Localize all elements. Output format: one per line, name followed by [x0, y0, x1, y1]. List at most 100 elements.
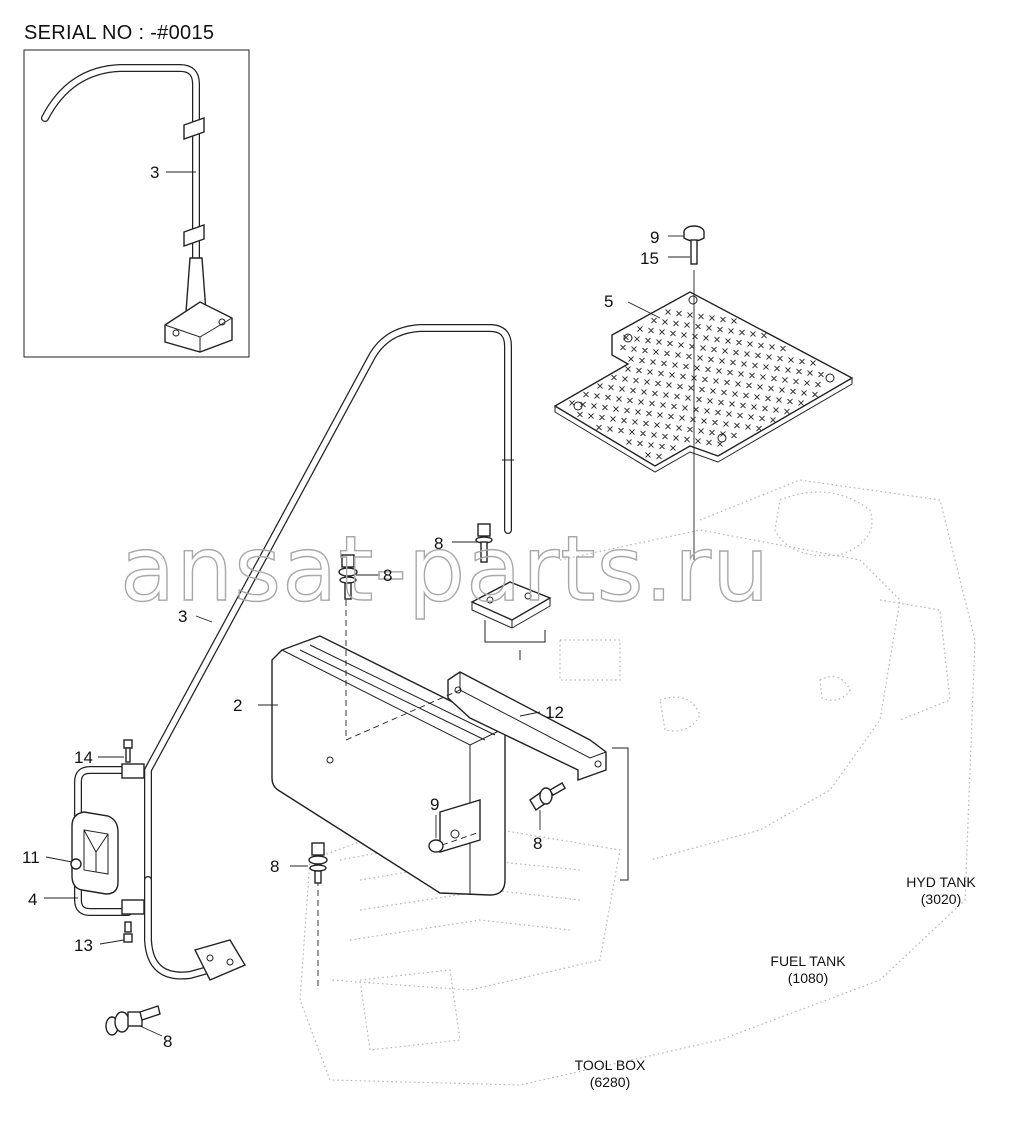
bracket-part-12: [447, 671, 607, 781]
inset-frame: [23, 49, 250, 358]
plate-perforation: [684, 436, 690, 443]
plate-perforation: [641, 389, 647, 395]
plate-perforation: [734, 422, 740, 429]
plate-perforation: [675, 352, 681, 358]
panel-bolt-9: [428, 839, 444, 853]
plate-perforation: [619, 386, 625, 392]
plate-perforation: [732, 391, 738, 397]
plate-perforation: [796, 368, 802, 375]
callout-15: 15: [640, 249, 659, 268]
plate-perforation: [773, 407, 779, 413]
plate-perforation: [790, 388, 796, 395]
plate-perforation: [651, 317, 657, 324]
callout-8-upper-left: 8: [434, 534, 443, 553]
plate-perforation: [697, 355, 703, 361]
plate-perforation: [580, 401, 586, 408]
bolt-8-right: [529, 782, 567, 812]
plate-perforation: [756, 425, 762, 432]
plate-perforation: [657, 412, 663, 418]
plate-perforation: [690, 416, 696, 423]
plate-perforation: [720, 316, 726, 323]
plate-perforation: [683, 363, 689, 370]
plate-perforation: [703, 335, 709, 341]
plate-perforation: [677, 383, 683, 390]
callout-8-right: 8: [533, 834, 542, 853]
plate-perforation: [607, 426, 613, 432]
plate-perforation: [793, 378, 799, 385]
plate-perforation: [722, 348, 728, 354]
screw-13: [123, 921, 133, 943]
plate-perforation: [746, 382, 752, 389]
plate-perforation: [694, 365, 700, 371]
callout-5: 5: [604, 292, 613, 311]
plate-perforation: [729, 401, 735, 407]
plate-perforation: [695, 438, 701, 444]
plate-perforation: [737, 412, 743, 419]
plate-perforation: [724, 379, 730, 386]
plate-perforation: [650, 359, 656, 365]
plate-perforation: [645, 337, 651, 344]
plate-perforation: [818, 371, 824, 378]
plate-perforation: [633, 377, 639, 384]
plate-perforation: [682, 405, 688, 411]
plate-perforation: [730, 359, 736, 366]
plate-perforation: [774, 365, 780, 372]
plate-perforation: [621, 417, 627, 424]
callout-2: 2: [233, 696, 242, 715]
plate-perforation: [741, 361, 747, 367]
plate-perforation: [658, 370, 664, 377]
plate-perforation: [754, 394, 760, 400]
plate-perforation: [625, 366, 631, 372]
serial-number-label: SERIAL NO : -#0015: [24, 22, 215, 44]
inset-handrail: [41, 64, 233, 353]
plate-perforation: [740, 402, 746, 409]
plate-perforation: [710, 388, 716, 394]
plate-perforation: [666, 382, 672, 388]
plate-perforation: [605, 394, 611, 401]
plate-perforation: [667, 340, 673, 347]
plate-perforation: [648, 442, 654, 448]
plate-perforation: [758, 342, 764, 349]
plate-perforation: [684, 322, 690, 328]
plate-perforation: [726, 411, 732, 417]
callout-8-bottom: 8: [163, 1032, 172, 1051]
callout-12: 12: [545, 703, 564, 722]
plate-perforation: [751, 404, 757, 410]
plate-perforation: [723, 421, 729, 427]
plate-perforation: [692, 333, 698, 340]
plate-perforation: [735, 381, 741, 387]
plate-perforation: [642, 347, 648, 354]
plate-perforation: [785, 367, 791, 373]
plate-perforation: [788, 357, 794, 363]
plate-perforation: [714, 336, 720, 343]
plate-perforation: [750, 331, 756, 337]
plate-perforation: [685, 395, 691, 401]
plate-perforation: [663, 392, 669, 398]
plate-perforation: [706, 439, 712, 446]
plate-perforation: [670, 445, 676, 451]
plate-perforations: [569, 309, 824, 460]
plate-perforation: [645, 452, 651, 458]
callout-9-mid: 9: [430, 795, 439, 814]
plate-perforation: [596, 424, 602, 431]
plate-perforation: [637, 440, 643, 447]
plate-perforation: [577, 411, 583, 418]
plate-perforation: [739, 329, 745, 336]
plate-perforation: [664, 350, 670, 357]
plate-perforation: [665, 309, 671, 315]
plate-perforation: [744, 351, 750, 357]
plate-perforation: [674, 393, 680, 400]
plate-perforation: [752, 362, 758, 369]
plate-perforation: [698, 313, 704, 320]
plate-perforation: [810, 360, 816, 366]
plate-perforation: [673, 320, 679, 327]
plate-perforation: [784, 408, 790, 415]
plate-perforation: [705, 366, 711, 373]
plate-perforation: [717, 326, 723, 333]
plate-perforation: [747, 341, 753, 347]
plate-perforation: [762, 405, 768, 412]
step-plate-part-5: [553, 291, 854, 473]
plate-perforation: [777, 355, 783, 362]
plate-perforation: [718, 399, 724, 406]
